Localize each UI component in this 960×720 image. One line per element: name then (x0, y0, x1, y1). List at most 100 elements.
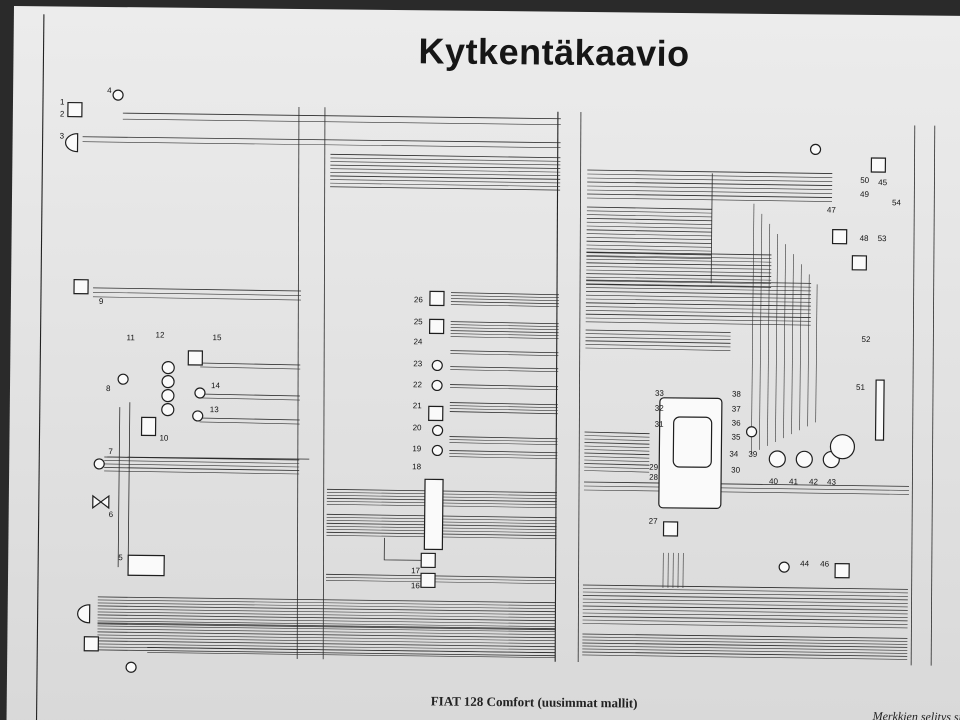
wire (330, 182, 561, 187)
wire (585, 313, 811, 318)
component-number: 32 (655, 404, 665, 413)
component-box (73, 279, 89, 295)
wire (586, 276, 772, 281)
wire-vertical (799, 264, 802, 431)
wire (450, 327, 559, 331)
component-number: 26 (414, 295, 424, 304)
wire (97, 631, 556, 639)
component-circle (431, 424, 444, 437)
wire (586, 252, 712, 256)
component-number: 52 (862, 335, 872, 344)
wire (330, 179, 561, 184)
spark-plug (161, 361, 175, 375)
component-number: 43 (827, 478, 837, 487)
wire (97, 628, 556, 636)
wire (449, 436, 558, 440)
wire (582, 584, 908, 590)
component-box (662, 521, 679, 537)
wire (585, 333, 731, 337)
component-number: 19 (412, 444, 422, 453)
wire (330, 186, 561, 191)
component-number: 53 (878, 234, 888, 243)
wire (450, 387, 559, 391)
wire (585, 329, 731, 333)
wire (585, 336, 731, 341)
component-number: 17 (411, 566, 421, 575)
component-number: 24 (413, 337, 423, 346)
wire-vertical (751, 203, 755, 454)
component-number: 22 (413, 380, 423, 389)
component-number: 40 (769, 477, 779, 486)
wire (586, 283, 812, 288)
wire-vertical (783, 244, 786, 439)
headlamp (77, 604, 91, 624)
component-circle (194, 387, 206, 399)
wire (587, 197, 833, 202)
wire (585, 344, 731, 348)
component-circle (778, 561, 790, 573)
wire (450, 324, 559, 328)
component-number: 38 (732, 390, 742, 399)
wire (582, 639, 908, 645)
diagram-caption: FIAT 128 Comfort (uusimmat mallit) (430, 693, 638, 711)
wire (582, 595, 908, 601)
component-number: 1 (60, 97, 65, 106)
component-number: 6 (109, 510, 114, 519)
wire (97, 596, 556, 604)
wire (586, 251, 772, 256)
wire (586, 214, 712, 218)
wire (586, 269, 772, 274)
wire (586, 279, 812, 284)
wire (582, 619, 908, 625)
component-number: 45 (878, 178, 888, 187)
wire (585, 294, 811, 299)
wire (587, 169, 833, 174)
wire (450, 330, 559, 334)
wire (582, 645, 908, 651)
component-box (428, 405, 444, 422)
wire (584, 485, 909, 491)
component-number: 27 (649, 517, 659, 526)
wire (582, 598, 908, 604)
component-number: 11 (126, 333, 135, 342)
wire (449, 442, 558, 446)
wire (92, 296, 301, 301)
wire (584, 442, 650, 445)
wire (325, 579, 556, 585)
wire (449, 456, 558, 460)
wire (97, 599, 556, 607)
component-number: 49 (860, 190, 870, 199)
wire (586, 248, 712, 252)
wire (586, 273, 772, 277)
wire (582, 612, 908, 618)
wire (450, 336, 559, 340)
components (64, 89, 887, 673)
component-number: 46 (820, 559, 830, 568)
component-number: 37 (732, 405, 742, 414)
wire (93, 287, 302, 292)
wire (587, 177, 833, 182)
component-number: 50 (860, 176, 870, 185)
wire (584, 466, 650, 469)
component-number: 54 (892, 198, 902, 207)
legend-reference-note: Merkkien selitys siv (872, 709, 960, 720)
wire (449, 411, 558, 415)
component-number: 29 (649, 463, 659, 472)
wire (586, 229, 712, 233)
spark-plug (161, 403, 175, 417)
wire (97, 643, 556, 651)
component-box (428, 318, 445, 335)
wire (587, 173, 833, 178)
wire (97, 620, 556, 628)
component-number: 31 (655, 420, 665, 429)
wire (586, 255, 772, 259)
wire (450, 353, 559, 357)
wire (582, 623, 908, 629)
wire (586, 284, 772, 288)
wire (586, 218, 712, 222)
wire (97, 625, 556, 633)
heater-element (874, 379, 885, 441)
component-number: 48 (860, 234, 870, 243)
wire (582, 636, 908, 642)
wire (97, 608, 556, 616)
